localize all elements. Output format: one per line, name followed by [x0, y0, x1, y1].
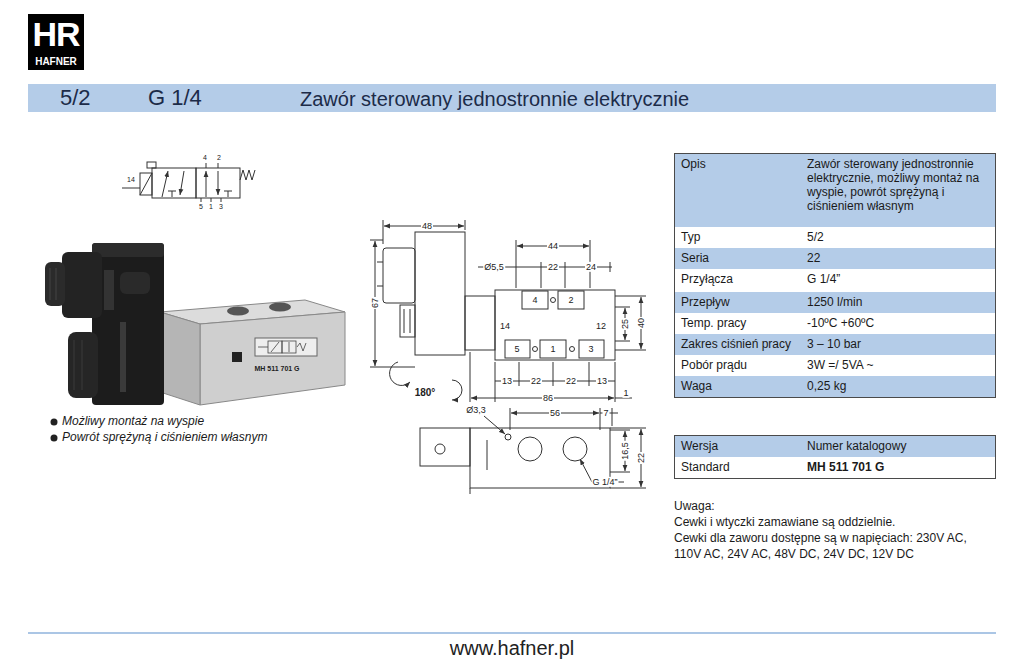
port-number: 4 [202, 154, 208, 162]
dimension-label: Ø3,3 [465, 405, 487, 415]
table-key: Standard [681, 460, 805, 474]
dimension-label: 22 [547, 262, 559, 272]
spec-row: Seria22 [674, 248, 996, 269]
version-header: WersjaNumer katalogowy [674, 435, 996, 457]
dimension-label: 22 [530, 376, 542, 386]
dimension-label: 67 [370, 297, 380, 309]
table-value: 0,25 kg [807, 379, 993, 393]
spec-row: Waga0,25 kg [674, 376, 996, 398]
port-number: 5 [198, 203, 204, 211]
table-key: Waga [681, 379, 805, 393]
table-value: G 1/4” [807, 272, 993, 286]
dimension-label: Ø5,5 [483, 262, 505, 272]
port-number: 12 [595, 321, 607, 331]
port-number: 2 [567, 295, 574, 305]
valve-symbol [122, 162, 255, 202]
table-key: Typ [681, 230, 805, 244]
port-number: 5 [513, 344, 520, 354]
table-value: Numer katalogowy [807, 439, 993, 453]
footer-url: www.hafner.pl [450, 636, 575, 660]
table-key: Przepływ [681, 295, 805, 309]
port-number: 14 [499, 321, 511, 331]
version-row: StandardMH 511 701 G [674, 457, 996, 479]
port-number: 4 [531, 295, 538, 305]
note-text: Cewki i wtyczki zamawiane są oddzielnie. [674, 514, 994, 530]
dimension-label: 24 [585, 262, 597, 272]
title-band: 5/2 G 1/4 Zawór sterowany jednostronnie el… [28, 84, 996, 112]
footer-rule [28, 632, 996, 634]
dimension-label: 16,5 [620, 441, 630, 461]
table-key: Wersja [681, 439, 805, 453]
bullet-dot [51, 435, 58, 442]
spec-row: Pobór prądu3W =/ 5VA ~ [674, 355, 996, 376]
dimension-label: 13 [501, 376, 513, 386]
dimension-label: 13 [596, 376, 608, 386]
port-number: 3 [218, 203, 224, 211]
port-size: G 1/4 [148, 85, 202, 111]
note-heading: Uwaga: [674, 498, 994, 514]
dimension-label: 44 [547, 241, 559, 251]
table-value: 3 – 10 bar [807, 337, 993, 351]
table-value: 3W =/ 5VA ~ [807, 358, 993, 372]
table-value: MH 511 701 G [807, 460, 993, 474]
dimension-label: 7 [602, 408, 609, 418]
spec-row: Typ5/2 [674, 227, 996, 248]
spec-row: PrzyłączaG 1/4” [674, 269, 996, 292]
logo-box: HR HAFNER [28, 14, 84, 70]
dimension-label: 86 [542, 393, 554, 403]
dimension-label: 48 [421, 221, 433, 231]
dimension-label: G 1/4” [591, 477, 618, 487]
logo-name: HAFNER [28, 56, 84, 68]
bullet-dot [51, 419, 58, 426]
table-key: Opis [681, 157, 805, 171]
table-key: Pobór prądu [681, 358, 805, 372]
spec-row: OpisZawór sterowany jednostronnie elektr… [674, 153, 996, 227]
spec-row: Przepływ1250 l/min [674, 292, 996, 313]
dimension-label: 40 [636, 317, 646, 329]
table-key: Seria [681, 251, 805, 265]
valve-type: 5/2 [60, 85, 91, 111]
port-number: 2 [216, 154, 222, 162]
valve-photo [45, 243, 345, 405]
port-number: 1 [208, 203, 214, 211]
logo-mark: HR [28, 15, 84, 53]
table-value: 1250 l/min [807, 295, 993, 309]
note-text: Cewki dla zaworu dostępne są w napięciac… [674, 530, 994, 562]
spec-row: Temp. pracy-10ºC +60ºC [674, 313, 996, 334]
dimension-label: 1 [622, 388, 629, 398]
dimension-label: 56 [549, 408, 561, 418]
dimension-label: 22 [636, 452, 646, 464]
feature-note: Możliwy montaż na wyspie [62, 415, 204, 429]
port-number: 1 [549, 344, 556, 354]
product-marking: MH 511 701 G [253, 365, 300, 373]
feature-note: Powrót sprężyną i ciśnieniem własnym [62, 431, 267, 445]
spec-row: Zakres ciśnień pracy3 – 10 bar [674, 334, 996, 355]
dimension-label: 25 [620, 318, 630, 330]
table-value: Zawór sterowany jednostronnie elektryczn… [807, 157, 993, 213]
table-key: Temp. pracy [681, 316, 805, 330]
port-number: 14 [126, 176, 136, 184]
table-key: Przyłącza [681, 272, 805, 286]
dimension-drawing [420, 408, 646, 494]
table-key: Zakres ciśnień pracy [681, 337, 805, 351]
table-value: 22 [807, 251, 993, 265]
table-value: -10ºC +60ºC [807, 316, 993, 330]
rotation-label: 180° [414, 387, 437, 399]
dimension-label: 22 [565, 376, 577, 386]
dimension-drawing [370, 220, 646, 402]
table-value: 5/2 [807, 230, 993, 244]
port-number: 3 [587, 344, 594, 354]
title-text: Zawór sterowany jednostronnie elektryczn… [300, 87, 689, 111]
